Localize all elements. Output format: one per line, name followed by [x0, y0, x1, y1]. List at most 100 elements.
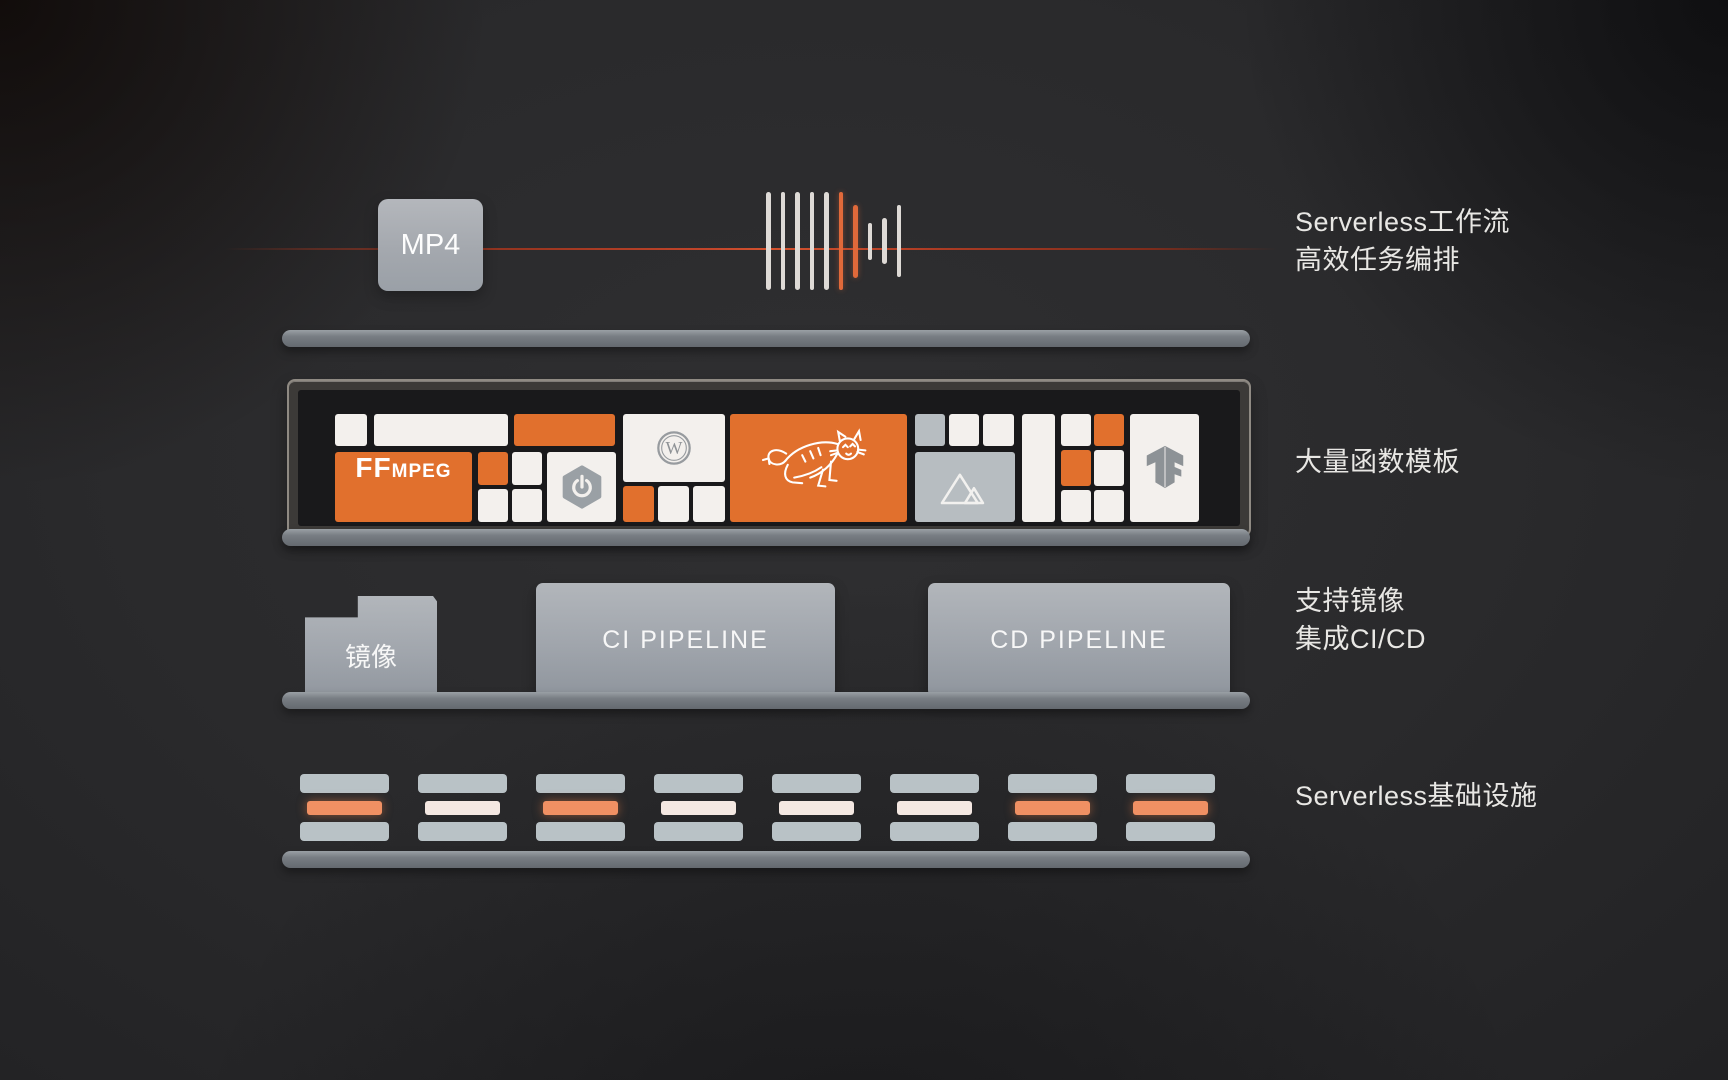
- label-templates: 大量函数模板: [1295, 443, 1460, 481]
- waveform: [766, 190, 901, 292]
- template-tile: [512, 452, 542, 485]
- waveform-bar: [809, 192, 814, 290]
- template-tile: [512, 489, 542, 522]
- server-stack: [1126, 774, 1215, 841]
- waveform-bar: [838, 192, 843, 290]
- server-bar-top: [890, 774, 979, 793]
- nuxt-icon: [933, 464, 997, 510]
- waveform-bar: [824, 192, 829, 290]
- template-tile: [374, 414, 508, 446]
- template-tile-nuxt: [915, 452, 1015, 522]
- ffmpeg-label-suffix: MPEG: [391, 461, 452, 482]
- shelf-cicd: [282, 692, 1250, 709]
- template-tile: [1094, 450, 1124, 486]
- server-bar-middle: [543, 801, 618, 815]
- server-bar-top: [654, 774, 743, 793]
- template-tile: [693, 486, 725, 522]
- template-tile: [478, 452, 508, 485]
- tensorflow-icon: [1141, 442, 1189, 494]
- template-tile: [1061, 490, 1091, 522]
- label-workflow: Serverless工作流 高效任务编排: [1295, 203, 1510, 279]
- server-bar-middle: [779, 801, 854, 815]
- template-tile: [1061, 414, 1091, 446]
- waveform-bar: [867, 222, 872, 260]
- waveform-bar: [766, 192, 771, 290]
- shelf-top: [282, 330, 1250, 347]
- wordpress-icon: W: [646, 420, 702, 476]
- server-bar-middle: [1133, 801, 1208, 815]
- server-bar-top: [536, 774, 625, 793]
- server-bar-bottom: [772, 822, 861, 841]
- ci-pipeline-box: CI PIPELINE: [536, 583, 835, 697]
- ci-pipeline-label: CI PIPELINE: [602, 625, 769, 654]
- template-tile: [478, 489, 508, 522]
- tomcat-icon: [759, 428, 879, 508]
- template-tile: [1094, 414, 1124, 446]
- spring-boot-icon: [559, 464, 605, 510]
- server-bar-bottom: [300, 822, 389, 841]
- server-bar-top: [772, 774, 861, 793]
- template-tile: [1094, 490, 1124, 522]
- cd-pipeline-label: CD PIPELINE: [990, 625, 1168, 654]
- label-workflow-line1: Serverless工作流: [1295, 207, 1511, 237]
- template-tile: [1061, 450, 1091, 486]
- template-tile: [983, 414, 1014, 446]
- mp4-label: MP4: [400, 228, 461, 261]
- server-stack: [890, 774, 979, 841]
- template-tile-spring: [547, 452, 616, 522]
- label-infrastructure: Serverless基础设施: [1295, 777, 1538, 815]
- waveform-bar: [780, 192, 785, 290]
- template-tile: [514, 414, 615, 446]
- ffmpeg-label-prefix: FF: [355, 452, 392, 483]
- svg-text:W: W: [666, 438, 683, 458]
- waveform-bar: [795, 192, 800, 290]
- template-tile: [335, 414, 367, 446]
- server-bar-middle: [897, 801, 972, 815]
- template-tile: [1022, 414, 1055, 522]
- server-bar-bottom: [1126, 822, 1215, 841]
- label-templates-line1: 大量函数模板: [1295, 447, 1460, 477]
- server-bar-bottom: [654, 822, 743, 841]
- template-tile: [949, 414, 979, 446]
- waveform-bar: [882, 218, 887, 264]
- label-cicd-line2: 集成CI/CD: [1295, 624, 1426, 654]
- server-bar-bottom: [1008, 822, 1097, 841]
- template-tile-tensorflow: [1130, 414, 1199, 522]
- label-cicd-line1: 支持镜像: [1295, 586, 1405, 616]
- waveform-bar: [896, 205, 901, 277]
- server-stack: [654, 774, 743, 841]
- image-folder-label: 镜像: [344, 642, 397, 672]
- label-infrastructure-line1: Serverless基础设施: [1295, 781, 1538, 811]
- label-cicd: 支持镜像 集成CI/CD: [1295, 582, 1426, 658]
- template-tile: [623, 486, 654, 522]
- server-stack: [1008, 774, 1097, 841]
- media-signal-line: [225, 248, 1277, 250]
- template-tile-tomcat: [730, 414, 907, 522]
- template-tile: [915, 414, 945, 446]
- server-stack: [772, 774, 861, 841]
- template-tile: [658, 486, 689, 522]
- server-bar-bottom: [536, 822, 625, 841]
- server-stack: [418, 774, 507, 841]
- server-bar-middle: [425, 801, 500, 815]
- server-stack: [300, 774, 389, 841]
- server-bar-top: [1126, 774, 1215, 793]
- waveform-bar: [853, 204, 858, 278]
- server-bar-middle: [307, 801, 382, 815]
- server-bar-middle: [1015, 801, 1090, 815]
- cd-pipeline-box: CD PIPELINE: [928, 583, 1230, 697]
- server-stack: [536, 774, 625, 841]
- server-bar-top: [300, 774, 389, 793]
- server-bar-middle: [661, 801, 736, 815]
- mp4-source-box: MP4: [378, 199, 483, 291]
- template-tile-wordpress: W: [623, 414, 725, 482]
- shelf-templates: [282, 529, 1250, 546]
- server-bar-bottom: [890, 822, 979, 841]
- server-bar-top: [418, 774, 507, 793]
- shelf-bottom: [282, 851, 1250, 868]
- label-workflow-line2: 高效任务编排: [1295, 245, 1460, 275]
- image-folder: 镜像: [305, 596, 437, 703]
